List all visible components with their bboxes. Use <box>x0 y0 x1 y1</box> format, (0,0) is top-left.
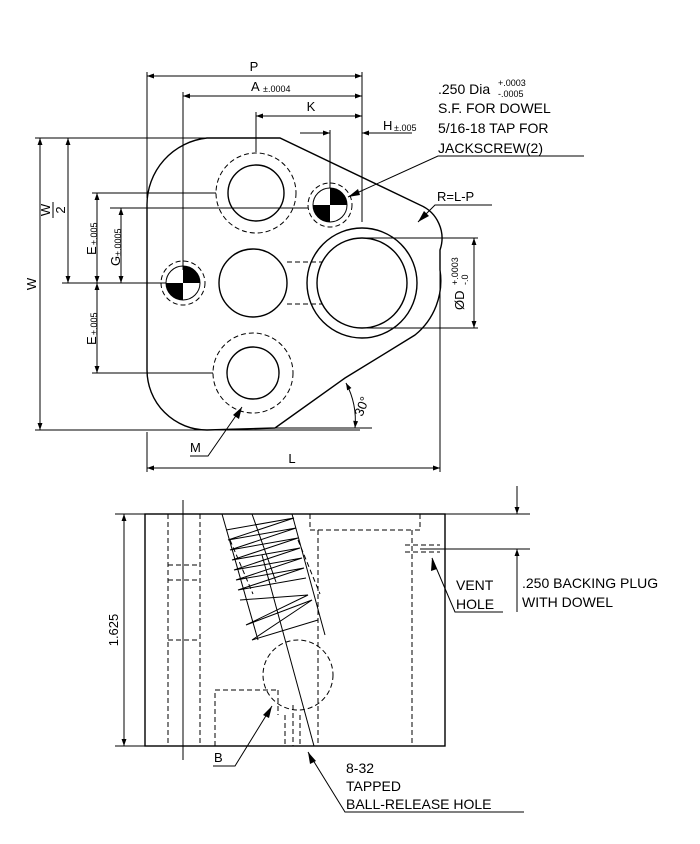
label-backing-plug-1: .250 BACKING PLUG <box>522 575 658 591</box>
label-vent-1: VENT <box>456 577 494 593</box>
bore-inner <box>316 237 408 329</box>
block-side-outline <box>144 513 446 747</box>
label-backing-plug-2: WITH DOWEL <box>522 594 613 610</box>
label-e-upper: E <box>84 246 99 255</box>
label-angle: 30° <box>351 394 372 418</box>
dowel-symbol-upper <box>307 182 353 228</box>
label-g: G <box>108 256 123 266</box>
label-b: B <box>214 750 223 765</box>
label-l: L <box>288 451 295 466</box>
label-a-tolerance: ±.0004 <box>263 84 290 94</box>
note-jackscrew: JACKSCREW(2) <box>438 140 543 156</box>
label-vent-2: HOLE <box>456 596 494 612</box>
angle-arc <box>345 382 359 429</box>
b-leader <box>213 705 273 767</box>
label-radius: R=L-P <box>437 189 474 204</box>
m-leader <box>190 406 243 457</box>
label-d-tol-plus: +.0003 <box>450 257 460 285</box>
middle-hole <box>218 248 288 318</box>
label-d-tol-minus: -.0 <box>460 274 470 285</box>
label-tap-3: BALL-RELEASE HOLE <box>346 796 492 812</box>
upper-hole <box>227 164 285 222</box>
label-a: A <box>251 79 260 94</box>
radius-leader <box>417 204 492 223</box>
side-view: 1.625 .250 BACKING PLUG WITH DOWEL VENT … <box>106 486 658 813</box>
label-m: M <box>190 440 201 455</box>
label-tap-1: 8-32 <box>346 760 374 776</box>
label-g-tolerance: ±.0005 <box>113 229 123 256</box>
label-w-half-num: W <box>38 203 53 216</box>
label-e-lower-tolerance: ±.005 <box>89 313 99 335</box>
label-w: W <box>24 277 39 290</box>
label-w-half-den: 2 <box>53 206 68 213</box>
ball <box>262 639 334 711</box>
label-k: K <box>307 99 316 114</box>
upper-hole-counterbore <box>215 152 297 234</box>
lower-hole <box>226 346 280 400</box>
bore-outer <box>306 227 418 339</box>
tap-leader-2 <box>261 554 315 747</box>
label-d: ØD <box>452 291 467 311</box>
lower-hole-counterbore <box>212 332 294 414</box>
note-sf-dowel: S.F. FOR DOWEL <box>438 100 551 116</box>
tapped-hole <box>221 513 326 641</box>
label-tap-2: TAPPED <box>346 778 401 794</box>
note-dowel-tol-plus: +.0003 <box>498 78 526 88</box>
tap-leader <box>307 751 524 813</box>
vent-leader <box>431 557 503 613</box>
note-tap: 5/16-18 TAP FOR <box>438 120 549 136</box>
label-p: P <box>250 59 259 74</box>
note-dowel-dia: .250 Dia <box>438 81 490 97</box>
label-e-lower: E <box>84 336 99 345</box>
note-dowel-tol-minus: -.0005 <box>498 89 524 99</box>
block-outline <box>146 137 443 431</box>
top-view: P A ±.0004 K H ±.005 .250 Dia +.0003 -.0… <box>24 59 584 472</box>
note-leader <box>347 155 584 198</box>
label-h-tolerance: ±.005 <box>394 123 416 133</box>
label-h: H <box>383 118 392 133</box>
label-height: 1.625 <box>106 614 121 647</box>
label-e-upper-tolerance: ±.005 <box>89 223 99 245</box>
